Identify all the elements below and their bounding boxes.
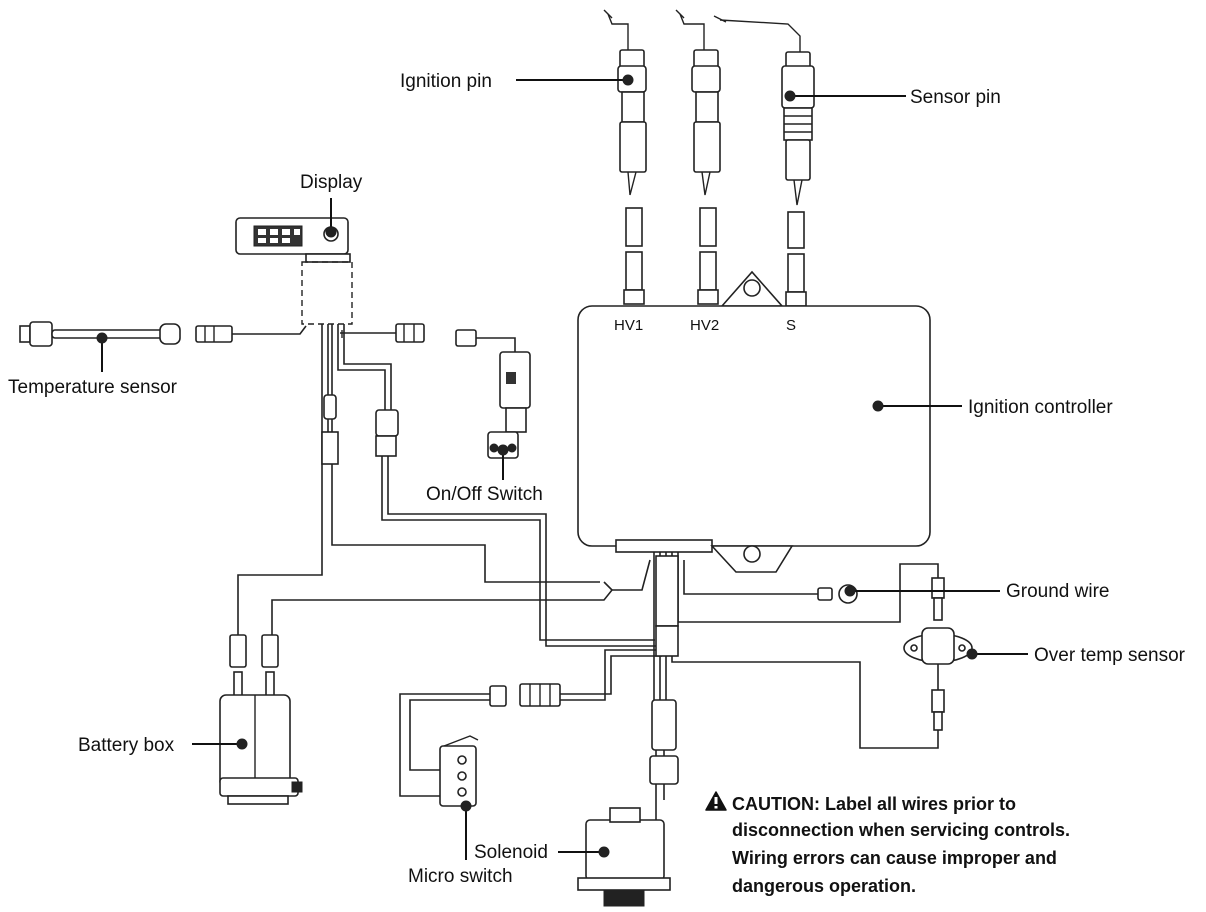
label-solenoid: Solenoid: [474, 842, 548, 863]
label-ground-wire: Ground wire: [1006, 581, 1110, 602]
caution-line-3: Wiring errors can cause improper and: [732, 848, 1057, 868]
label-battery-box: Battery box: [78, 735, 175, 756]
wires: [232, 324, 939, 831]
caution-line-4: dangerous operation.: [732, 876, 916, 896]
port-label-hv2: HV2: [690, 317, 719, 334]
micro-switch: [439, 683, 561, 807]
label-micro-switch: Micro switch: [408, 866, 513, 887]
caution-line-1: CAUTION: Label all wires prior to: [732, 794, 1016, 814]
label-display: Display: [300, 172, 363, 193]
port-label-hv1: HV1: [614, 317, 643, 334]
label-ignition-pin: Ignition pin: [400, 71, 492, 92]
battery-box: [219, 634, 303, 805]
solenoid: [577, 699, 679, 907]
label-ignition-controller: Ignition controller: [968, 397, 1113, 418]
label-on-off-switch: On/Off Switch: [426, 484, 543, 505]
temperature-sensor: [19, 321, 233, 347]
ignition-controller: [577, 270, 931, 657]
label-temperature-sensor: Temperature sensor: [8, 377, 178, 398]
port-label-s: S: [786, 317, 796, 334]
over-temp-sensor: [903, 577, 973, 731]
display-unit: [235, 217, 353, 325]
warning-triangle-icon: [705, 791, 727, 811]
on-off-switch: [455, 329, 531, 459]
caution-block: CAUTION: Label all wires prior to discon…: [705, 791, 1070, 896]
leaders: [96, 74, 1028, 860]
caution-line-2: disconnection when servicing controls.: [732, 820, 1070, 840]
ignition-pin-hv1: [603, 9, 647, 305]
sensor-pin-s: [713, 15, 815, 307]
label-sensor-pin: Sensor pin: [910, 87, 1001, 108]
label-over-temp-sensor: Over temp sensor: [1034, 645, 1186, 666]
display-aux-connector: [395, 323, 425, 343]
harness-connectors: [321, 394, 399, 465]
ignition-pin-hv2: [675, 9, 721, 305]
